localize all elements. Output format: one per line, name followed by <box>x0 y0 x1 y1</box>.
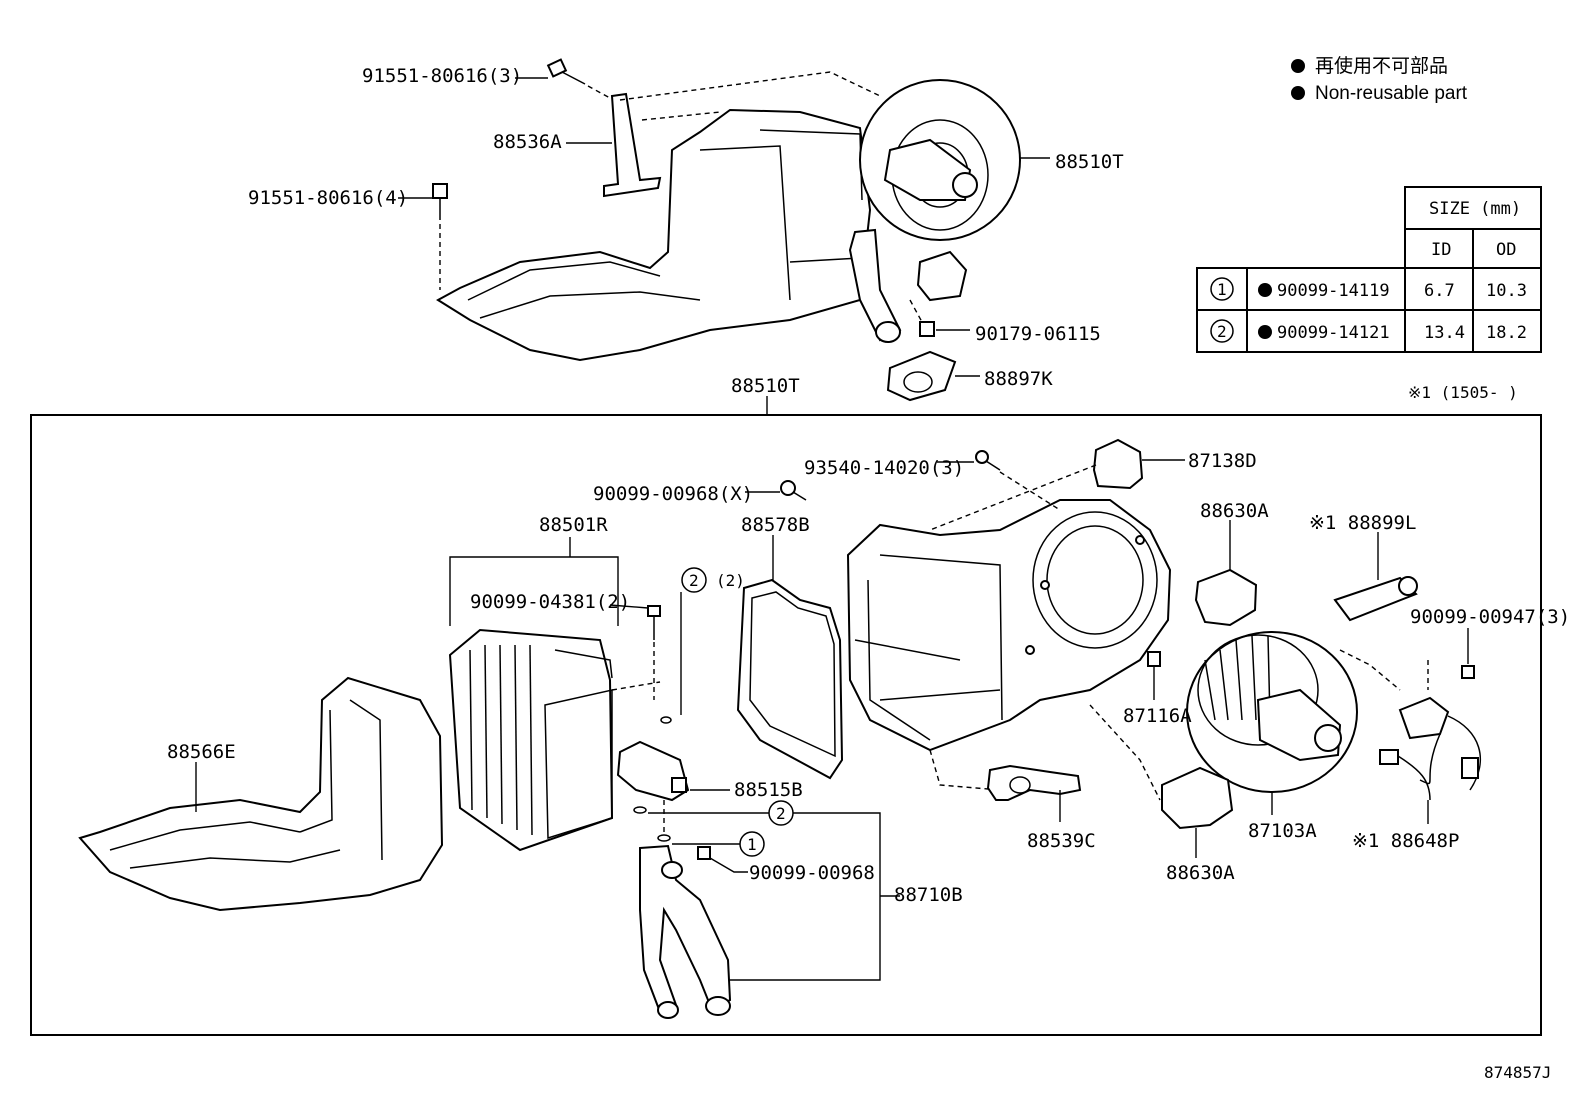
non-reusable-dot-icon <box>1291 86 1305 100</box>
label-87116A: 87116A <box>1123 705 1192 727</box>
label-ref2-qty: (2) <box>716 571 745 590</box>
label-90099-X: 90099-00968(X) <box>593 483 753 505</box>
lower-assembly-title: 88510T <box>731 375 800 397</box>
label-88510T-upper: 88510T <box>1055 151 1124 173</box>
evaporator-88501R <box>448 628 614 852</box>
diagram-id: 874857J <box>1484 1063 1551 1082</box>
non-reusable-dot-icon <box>1291 59 1305 73</box>
upper-assembly: 91551-80616(3) 88536A 91551-80616(4) 885… <box>248 58 1124 402</box>
blower-motor-87103A <box>1186 631 1358 793</box>
legend: 再使用不可部品 Non-reusable part <box>1291 55 1468 104</box>
label-88566E: 88566E <box>167 741 236 763</box>
screw-icon <box>780 480 807 501</box>
table-part-2: 90099-14121 <box>1277 323 1390 343</box>
label-87138D: 87138D <box>1188 450 1257 472</box>
table-od-2: 18.2 <box>1486 323 1527 343</box>
size-table: SIZE (mm) ID OD 1 90099-14119 6.7 10.3 2… <box>1196 186 1542 353</box>
bolt-icon <box>647 605 661 640</box>
label-88536A: 88536A <box>493 131 562 153</box>
label-91551-3: 91551-80616(3) <box>362 65 522 87</box>
table-ref-2: 2 <box>1217 322 1227 341</box>
label-88578B: 88578B <box>741 514 810 536</box>
label-88539C: 88539C <box>1027 830 1096 852</box>
label-88648P: ※1 88648P <box>1352 830 1459 852</box>
label-90099-00968: 90099-00968 <box>749 862 875 884</box>
label-93540: 93540-14020(3) <box>804 457 964 479</box>
screw-icon <box>975 450 1001 471</box>
label-88630A-top: 88630A <box>1200 500 1269 522</box>
servo-88630A-bottom <box>1161 766 1234 830</box>
non-reusable-dot-icon <box>1258 325 1272 339</box>
clip-87116A <box>1147 651 1161 667</box>
col-id-header: ID <box>1431 240 1451 260</box>
servo-88630A-top <box>1194 568 1258 627</box>
hose-88539C <box>986 764 1082 801</box>
table-id-1: 6.7 <box>1424 281 1455 301</box>
table-id-2: 13.4 <box>1424 323 1465 343</box>
bolt-icon <box>432 183 448 220</box>
nut-icon <box>919 321 935 337</box>
label-88899L: ※1 88899L <box>1309 512 1416 534</box>
ref-circle-2: 2 <box>776 804 786 823</box>
lower-assembly: 2 (2) 2 1 <box>78 438 1570 1019</box>
table-ref-1: 1 <box>1217 280 1227 299</box>
label-88515B: 88515B <box>734 779 803 801</box>
filter-88578B <box>736 578 844 780</box>
size-header: SIZE (mm) <box>1429 199 1521 219</box>
label-90099-04381: 90099-04381(2) <box>470 591 630 613</box>
bracket-88536A <box>603 92 662 198</box>
legend-jp: 再使用不可部品 <box>1315 55 1448 77</box>
blower-motor-upper <box>859 79 1021 241</box>
seal-88897K <box>886 350 957 402</box>
legend-en: Non-reusable part <box>1315 83 1468 104</box>
label-87103A: 87103A <box>1248 820 1317 842</box>
sensor-88899L <box>1333 576 1418 622</box>
expansion-valve-88515B <box>616 740 690 802</box>
non-reusable-dot-icon <box>1258 283 1272 297</box>
pipe-88710B <box>639 844 732 1014</box>
table-od-1: 10.3 <box>1486 281 1527 301</box>
note-serial: ※1 (1505- ) <box>1408 383 1518 402</box>
bolt-icon <box>697 846 711 860</box>
col-od-header: OD <box>1496 240 1516 260</box>
screw-icon <box>1461 665 1475 679</box>
label-88710B: 88710B <box>894 884 963 906</box>
label-91551-4: 91551-80616(4) <box>248 187 408 209</box>
ref-circle-2-top: 2 <box>689 571 699 590</box>
label-88897K: 88897K <box>984 368 1053 390</box>
exploded-view-frame <box>30 414 1542 1036</box>
label-88501R: 88501R <box>539 514 608 536</box>
label-90179: 90179-06115 <box>975 323 1101 345</box>
ref-circle-1: 1 <box>747 835 757 854</box>
label-88630A-bottom: 88630A <box>1166 862 1235 884</box>
blower-case <box>846 499 1172 752</box>
bolt-icon <box>546 58 586 85</box>
resistor-87138D <box>1092 438 1144 490</box>
connector-upper <box>916 250 968 302</box>
harness-88648P <box>1379 696 1482 801</box>
table-part-1: 90099-14119 <box>1277 281 1390 301</box>
label-90099-00947: 90099-00947(3) <box>1410 606 1570 628</box>
duct-88566E <box>78 676 444 912</box>
